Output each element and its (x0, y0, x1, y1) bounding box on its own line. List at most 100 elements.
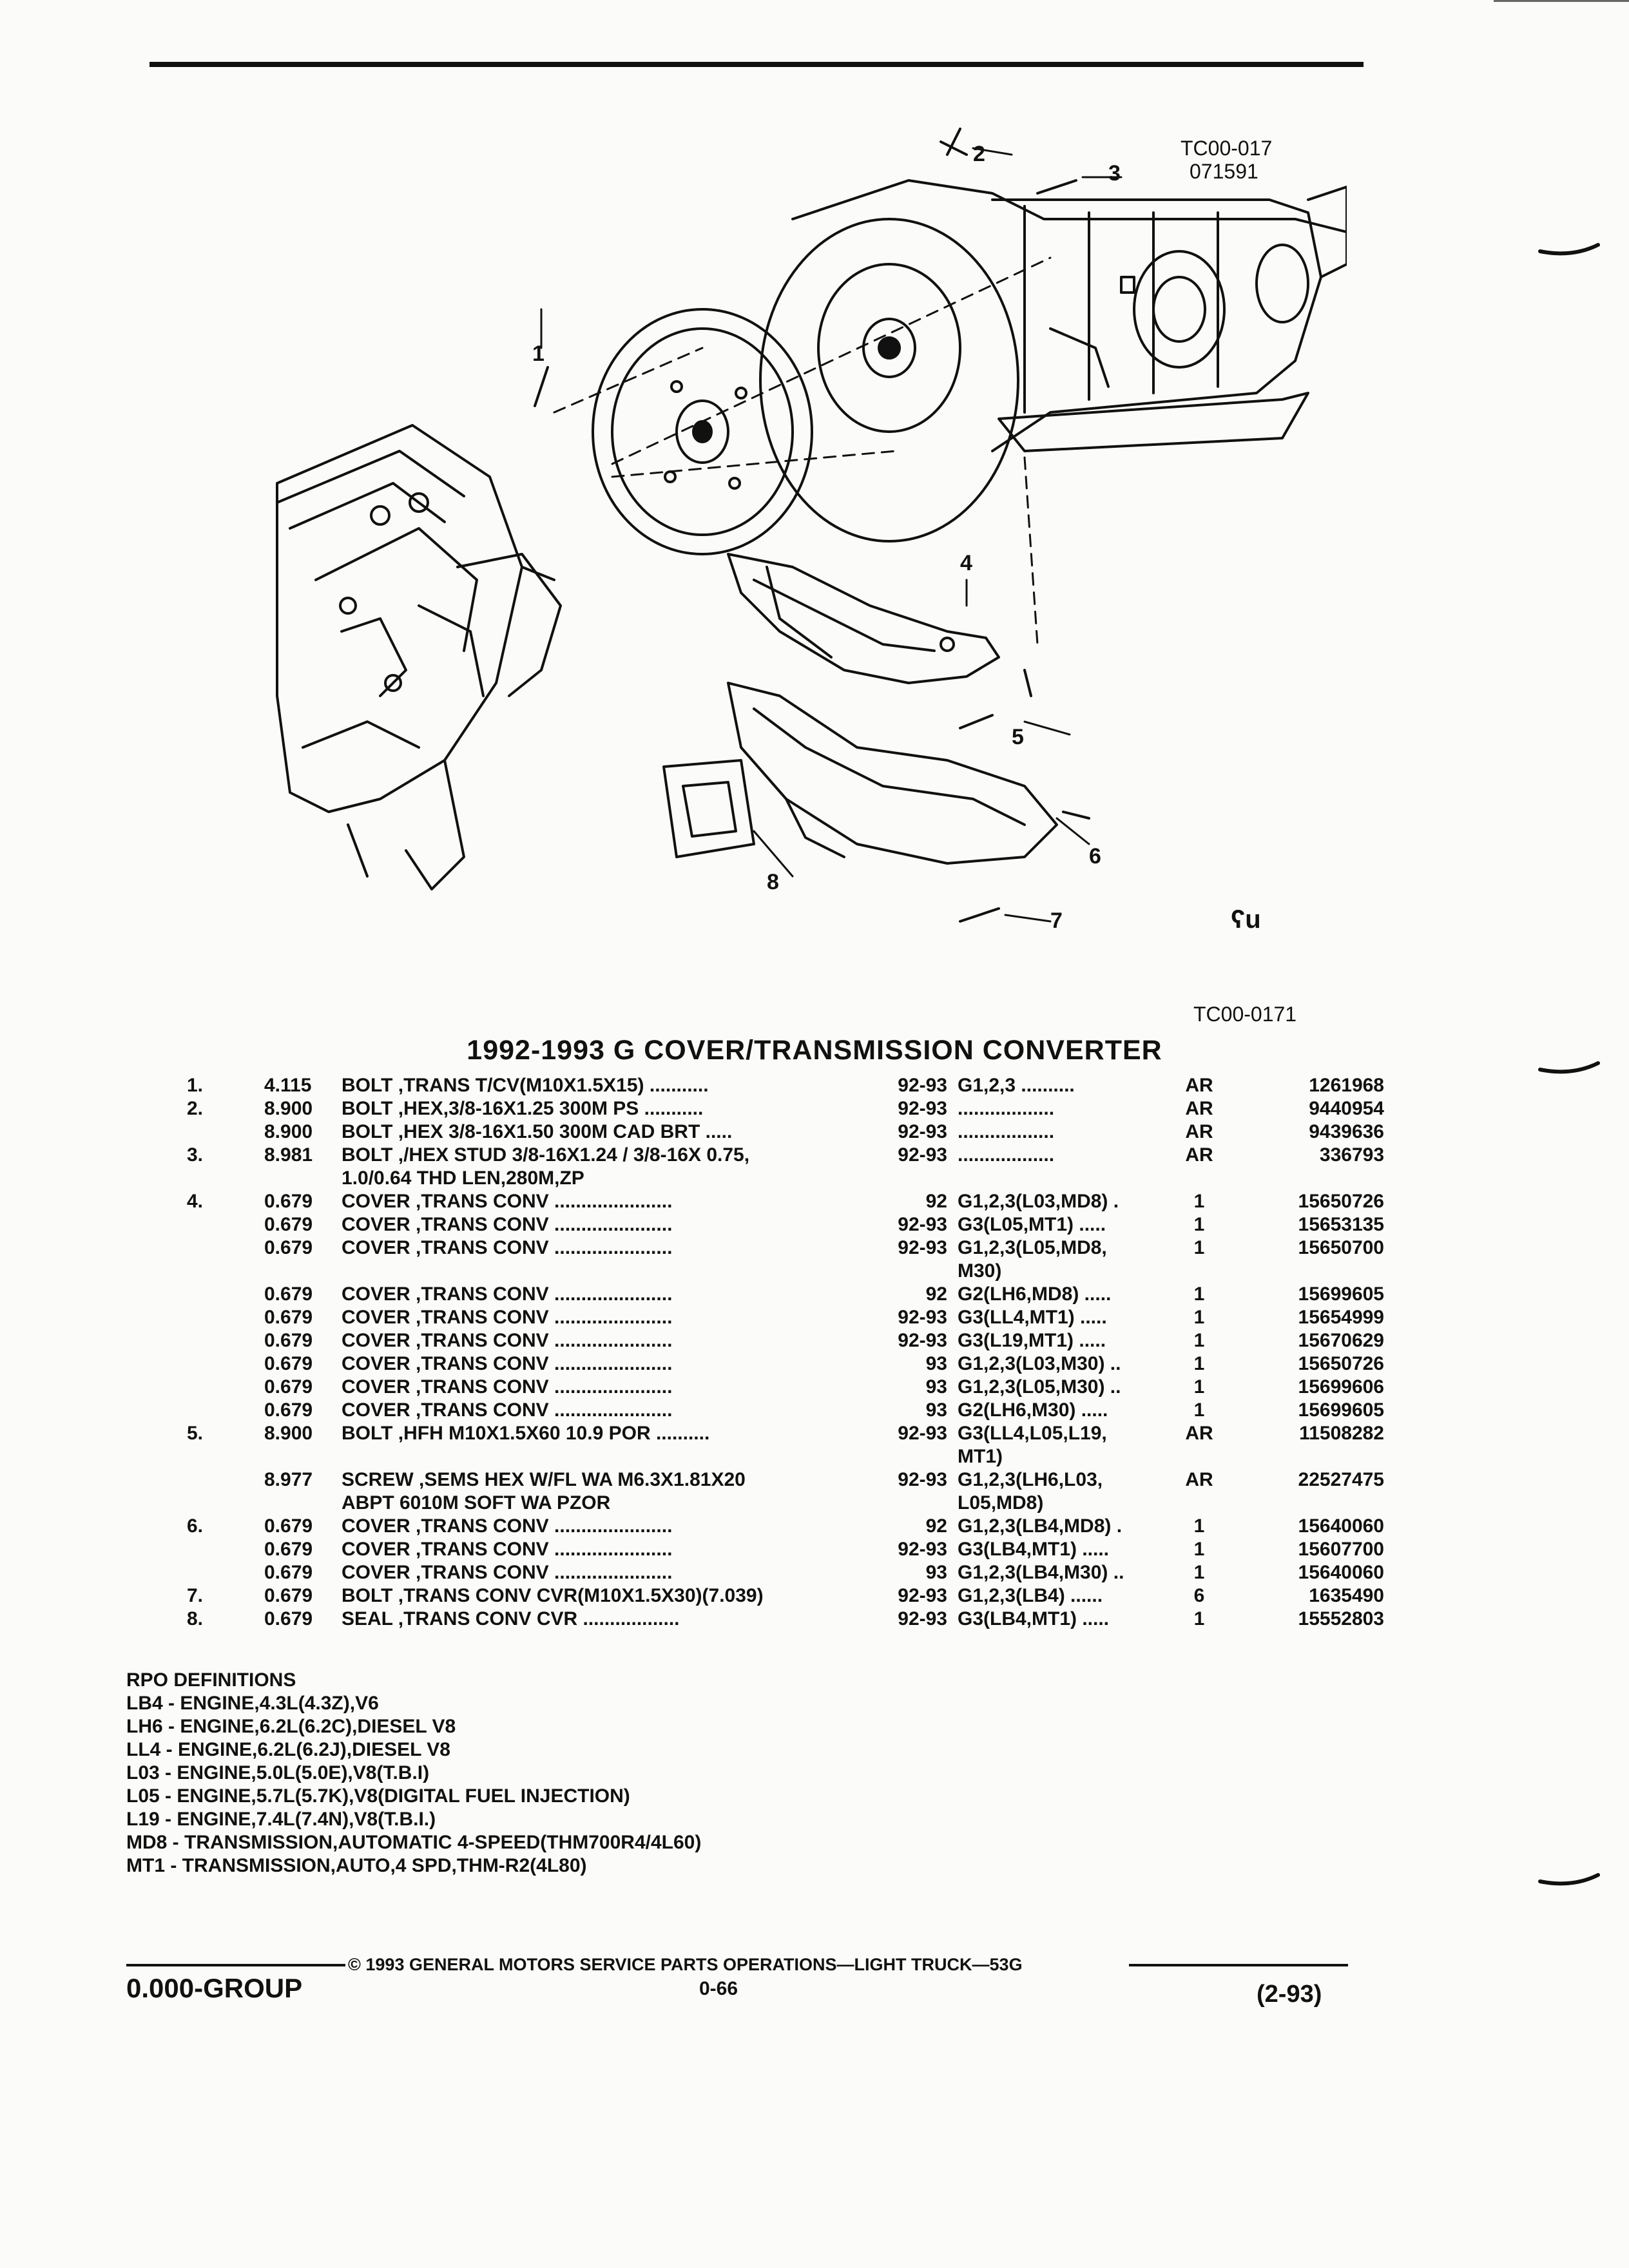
item-number: 5. (187, 1423, 204, 1444)
footer-rule-right (1129, 1964, 1348, 1966)
item-number: 4. (187, 1191, 204, 1212)
usage-application: G3(L19,MT1) ..... (958, 1330, 1106, 1351)
group-number: 0.679 (264, 1353, 313, 1374)
model-years: 92-93 (898, 1307, 947, 1328)
cover-4-drawing (727, 553, 1000, 684)
rpo-item: LB4 - ENGINE,4.3L(4.3Z),V6 (126, 1693, 379, 1714)
flexplate-drawing (592, 308, 813, 555)
part-description: COVER ,TRANS CONV ...................... (342, 1539, 673, 1560)
seal-8-drawing (662, 759, 755, 858)
part-description: BOLT ,/HEX STUD 3/8-16X1.24 / 3/8-16X 0.… (342, 1144, 750, 1166)
callout-2: 2 (973, 142, 985, 166)
group-number: 8.981 (264, 1144, 313, 1166)
usage-application: G1,2,3(LB4,M30) .. (958, 1562, 1124, 1583)
usage-application: G1,2,3(LB4) ...... (958, 1585, 1103, 1606)
table-row: MT1) (187, 1446, 1385, 1469)
transmission-case-drawing (759, 179, 1347, 543)
group-number: 0.679 (264, 1283, 313, 1305)
group-number: 0.679 (264, 1562, 313, 1583)
usage-application: G1,2,3(L05,MD8, (958, 1237, 1107, 1258)
part-description: COVER ,TRANS CONV ...................... (342, 1376, 673, 1398)
part-number: 336793 (1319, 1144, 1384, 1166)
model-years: 92-93 (898, 1237, 947, 1258)
item-number: 2. (187, 1098, 204, 1119)
item-number: 8. (187, 1608, 204, 1629)
rpo-item: MD8 - TRANSMISSION,AUTOMATIC 4-SPEED(THM… (126, 1832, 702, 1853)
usage-application: G3(L05,MT1) ..... (958, 1214, 1106, 1235)
model-years: 92 (925, 1283, 947, 1305)
model-years: 92-93 (898, 1469, 947, 1490)
part-description: COVER ,TRANS CONV ...................... (342, 1191, 673, 1212)
table-row: 0.679 COVER ,TRANS CONV .................… (187, 1399, 1385, 1423)
part-number: 11508282 (1299, 1423, 1384, 1444)
part-number: 1635490 (1309, 1585, 1384, 1606)
quantity: 1 (1193, 1608, 1205, 1629)
quantity: 1 (1193, 1283, 1205, 1305)
table-row: 0.679 COVER ,TRANS CONV .................… (187, 1539, 1385, 1562)
group-number: 8.900 (264, 1098, 313, 1119)
quantity: 1 (1193, 1562, 1205, 1583)
quantity: 1 (1193, 1330, 1205, 1351)
callout-8: 8 (767, 870, 779, 894)
usage-application: G2(LH6,M30) ..... (958, 1399, 1108, 1421)
usage-application: L05,MD8) (958, 1492, 1044, 1514)
group-number: 0.679 (264, 1585, 313, 1606)
figure-ref-top: TC00-017 (1181, 137, 1273, 160)
footer-page-number: 0-66 (699, 1978, 738, 1999)
footer-group: 0.000-GROUP (126, 1973, 303, 2003)
usage-application: G1,2,3(L05,M30) .. (958, 1376, 1121, 1398)
rpo-item: L03 - ENGINE,5.0L(5.0E),V8(T.B.I) (126, 1762, 430, 1783)
page-title: 1992-1993 G COVER/TRANSMISSION CONVERTER (467, 1035, 1162, 1066)
quantity: AR (1185, 1121, 1213, 1142)
part-description: COVER ,TRANS CONV ...................... (342, 1237, 673, 1258)
group-number: 0.679 (264, 1539, 313, 1560)
usage-application: .................. (958, 1144, 1055, 1166)
model-years: 93 (925, 1562, 947, 1583)
quantity: 1 (1193, 1539, 1205, 1560)
usage-application: G3(LB4,MT1) ..... (958, 1539, 1110, 1560)
part-description: BOLT ,TRANS T/CV(M10X1.5X15) ........... (342, 1075, 709, 1096)
quantity: 1 (1193, 1214, 1205, 1235)
part-description: BOLT ,HEX 3/8-16X1.50 300M CAD BRT ..... (342, 1121, 733, 1142)
bolts-drawing (534, 128, 1090, 923)
footer-rule-left (126, 1964, 345, 1966)
part-number: 15699605 (1298, 1283, 1384, 1305)
part-description: COVER ,TRANS CONV ...................... (342, 1214, 673, 1235)
binding-marks (1538, 243, 1600, 1886)
usage-application: MT1) (958, 1446, 1003, 1467)
group-number: 8.977 (264, 1469, 313, 1490)
part-description: ABPT 6010M SOFT WA PZOR (342, 1492, 611, 1514)
item-number: 1. (187, 1075, 204, 1096)
usage-application: G3(LL4,L05,L19, (958, 1423, 1107, 1444)
part-description: COVER ,TRANS CONV ...................... (342, 1399, 673, 1421)
model-years: 92-93 (898, 1608, 947, 1629)
rpo-definitions: RPO DEFINITIONS LB4 - ENGINE,4.3L(4.3Z),… (126, 1669, 701, 1878)
part-description: COVER ,TRANS CONV ...................... (342, 1307, 673, 1328)
figure-ref-bottom: TC00-0171 (1193, 1003, 1297, 1026)
table-row: 0.679 COVER ,TRANS CONV .................… (187, 1562, 1385, 1585)
model-years: 92-93 (898, 1423, 947, 1444)
part-number: 15650700 (1298, 1237, 1384, 1258)
group-number: 0.679 (264, 1399, 313, 1421)
group-number: 0.679 (264, 1515, 313, 1537)
model-years: 92-93 (898, 1144, 947, 1166)
part-number: 15654999 (1298, 1307, 1384, 1328)
transmission-exploded-diagram: 1 2 3 4 5 6 7 8 ʕu (276, 128, 1347, 934)
part-description: COVER ,TRANS CONV ...................... (342, 1562, 673, 1583)
model-years: 92-93 (898, 1121, 947, 1142)
callout-7: 7 (1050, 908, 1063, 933)
callout-5: 5 (1012, 725, 1024, 749)
publisher-logo: ʕu (1231, 905, 1261, 934)
rpo-item: L19 - ENGINE,7.4L(7.4N),V8(T.B.I.) (126, 1809, 436, 1830)
item-number: 7. (187, 1585, 204, 1606)
quantity: AR (1185, 1423, 1213, 1444)
callout-1: 1 (532, 341, 545, 366)
